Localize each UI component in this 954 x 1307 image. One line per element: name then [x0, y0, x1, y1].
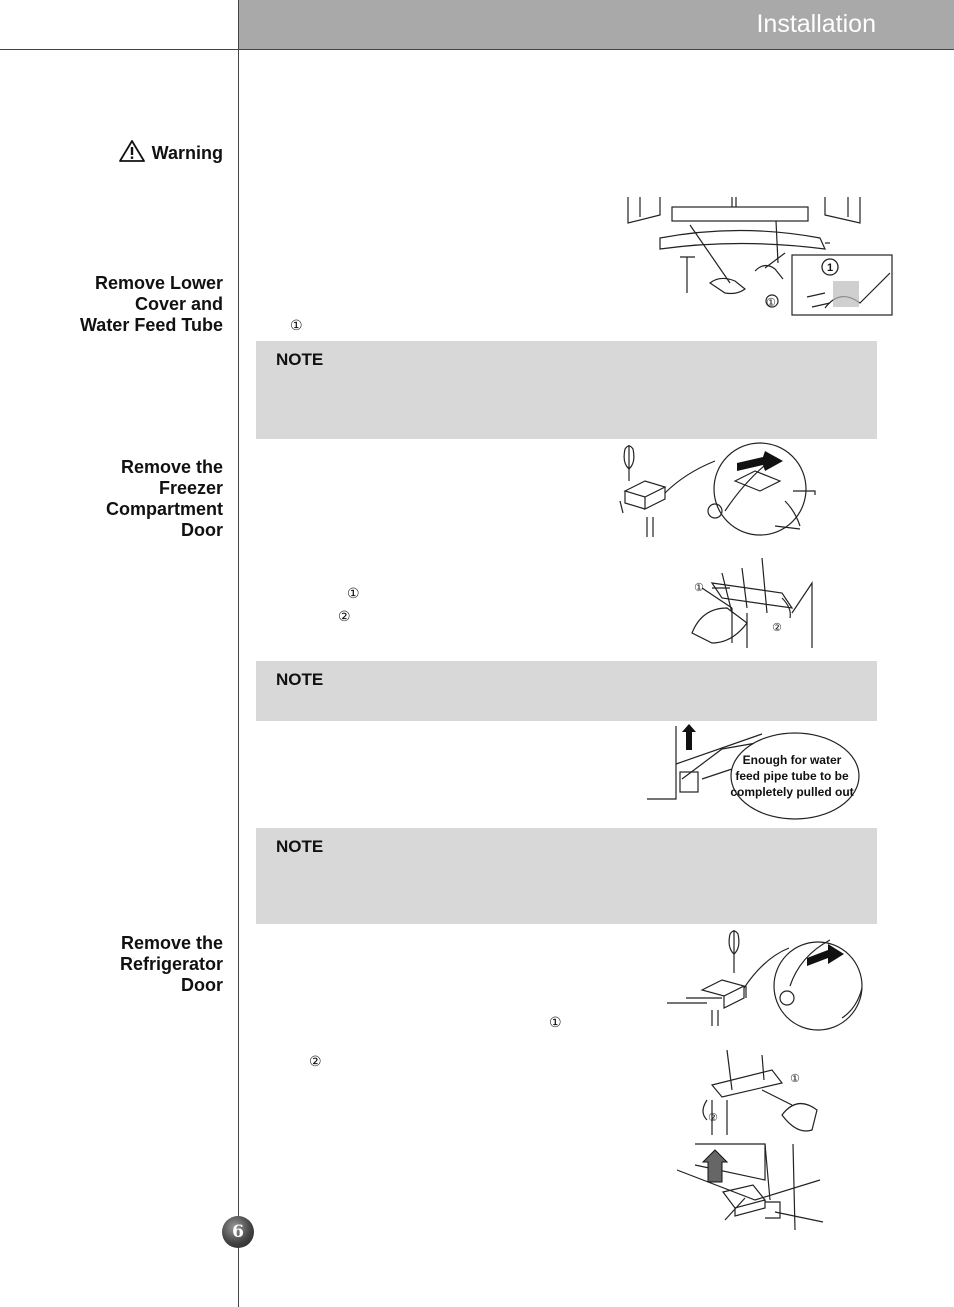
page-number-badge: 6 — [222, 1216, 254, 1248]
warning-icon — [118, 139, 146, 168]
note-label: NOTE — [276, 350, 324, 369]
refrigerator-hinge-bolts-illustration: ① ② — [692, 1045, 827, 1140]
step-marker-1: ① — [549, 1014, 562, 1030]
freezer-hinge-bolts-illustration: ① ② — [672, 553, 822, 653]
svg-text:②: ② — [708, 1111, 718, 1124]
svg-text:①: ① — [694, 581, 704, 594]
section-heading-remove-lower-cover: Remove Lower Cover and Water Feed Tube — [79, 273, 223, 335]
refrigerator-hinge-illustration — [662, 928, 867, 1038]
note-box: NOTE — [256, 661, 877, 721]
note-label: NOTE — [276, 837, 324, 856]
step-marker-1: ① — [347, 585, 360, 601]
note-box: NOTE — [256, 341, 877, 439]
column-divider — [238, 0, 239, 1307]
step-marker-2: ② — [338, 608, 351, 624]
svg-text:①: ① — [790, 1072, 800, 1085]
freezer-hinge-illustration — [615, 441, 835, 541]
note-label: NOTE — [276, 670, 324, 689]
header-band: Installation — [238, 0, 954, 50]
callout-line: completely pulled out — [730, 785, 853, 799]
header-divider — [0, 49, 954, 50]
page-title: Installation — [756, 10, 876, 38]
step-marker-1: ① — [290, 317, 303, 333]
callout-line: Enough for water — [743, 753, 842, 767]
step-marker-2: ② — [309, 1053, 322, 1069]
section-heading-remove-refrigerator-door: Remove the Refrigerator Door — [119, 933, 223, 995]
callout-line: feed pipe tube to be — [735, 769, 849, 783]
water-tube-illustration: Enough for water feed pipe tube to be co… — [642, 724, 862, 824]
figure-step-number: 1 — [827, 262, 833, 274]
warning-label: Warning — [151, 143, 223, 163]
lower-cover-illustration: 1 ① — [620, 193, 895, 321]
note-box: NOTE — [256, 828, 877, 924]
section-heading-remove-freezer-door: Remove the Freezer Compartment Door — [105, 457, 223, 540]
svg-text:②: ② — [772, 621, 782, 634]
refrigerator-door-lift-illustration — [675, 1140, 825, 1235]
svg-text:①: ① — [766, 296, 776, 309]
warning-heading: Warning — [118, 139, 223, 168]
